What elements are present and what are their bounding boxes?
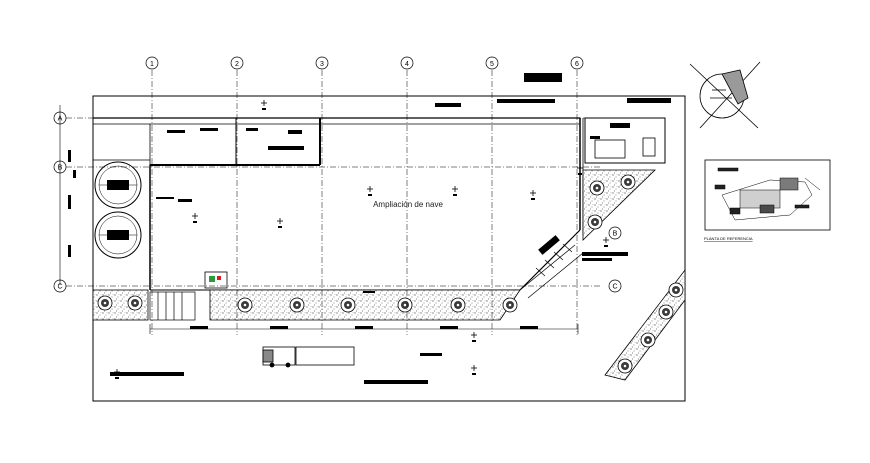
tree-icon — [658, 304, 674, 320]
tree-icon — [502, 297, 518, 313]
annotation-block — [68, 150, 71, 162]
annotation-block — [524, 73, 562, 82]
level-marker-icon — [452, 186, 458, 196]
grid-bubble-column — [570, 56, 584, 70]
annotation-block — [156, 197, 174, 199]
north-arrow-icon — [689, 61, 761, 129]
vertical-grid: 1 2 3 4 5 6 — [145, 56, 584, 335]
tree-group — [97, 174, 684, 374]
grid-label-row: C — [57, 284, 62, 291]
grid-label-column: 4 — [405, 61, 409, 68]
tree-icon — [397, 297, 413, 313]
grid-bubble-side — [608, 226, 622, 240]
grid-label-side: B — [613, 231, 618, 238]
grid-label-column: 3 — [320, 61, 324, 68]
level-marker-icon — [367, 186, 373, 196]
level-marker-icon — [471, 332, 477, 342]
annotation-block — [497, 99, 555, 103]
grid-bubble-side — [608, 279, 622, 293]
stair-element — [149, 291, 196, 321]
annotation-block — [590, 136, 600, 139]
control-panel — [204, 271, 228, 289]
grid-label-column: 6 — [575, 61, 579, 68]
tree-icon — [237, 297, 253, 313]
tree-icon — [620, 174, 636, 190]
level-marker-icon — [192, 213, 198, 223]
tree-icon — [340, 297, 356, 313]
annotation-block — [520, 326, 538, 329]
cad-annotation-blocks — [68, 73, 671, 384]
tree-icon — [97, 295, 113, 311]
main-area-label: Ampliación de nave — [373, 200, 443, 209]
grid-bubble-column — [230, 56, 244, 70]
tree-icon — [668, 282, 684, 298]
annotation-block — [610, 123, 630, 128]
reference-plan: PLANTA DE REFERENCIA — [704, 159, 831, 241]
annotation-block — [167, 130, 185, 133]
level-markers — [114, 100, 609, 379]
grid-label-side: C — [612, 284, 617, 291]
level-marker-icon — [471, 365, 477, 375]
site-boundary — [92, 95, 686, 402]
annotation-block — [73, 170, 76, 178]
grid-bubble-column — [145, 56, 159, 70]
annotation-block — [178, 199, 192, 202]
annotation-block — [627, 98, 671, 103]
tree-icon — [587, 214, 603, 230]
tree-icon — [589, 180, 605, 196]
annotation-block — [110, 372, 184, 376]
annotation-block — [270, 326, 288, 329]
annotation-block — [355, 326, 373, 329]
annotation-block — [363, 291, 375, 293]
annotation-block — [435, 103, 461, 107]
annotation-block — [268, 146, 304, 150]
tree-icon — [127, 295, 143, 311]
grid-label-column: 5 — [490, 61, 494, 68]
grid-label-column: 2 — [235, 61, 239, 68]
tree-icon — [450, 297, 466, 313]
tree-icon — [617, 358, 633, 374]
level-marker-icon — [114, 369, 120, 379]
annotation-block — [68, 195, 71, 209]
level-marker-icon — [603, 237, 609, 247]
grid-bubble-column — [400, 56, 414, 70]
truck-icon — [262, 346, 355, 368]
tank-icon — [94, 211, 142, 259]
annotation-block — [420, 353, 442, 356]
annotation-block — [582, 258, 612, 261]
annotation-block — [288, 130, 302, 134]
tank-group — [94, 161, 142, 259]
annotation-block — [200, 128, 218, 131]
tree-icon — [640, 332, 656, 348]
grid-bubble-column — [315, 56, 329, 70]
reference-plan-caption: PLANTA DE REFERENCIA — [704, 236, 753, 241]
annotation-block — [440, 326, 458, 329]
level-marker-icon — [261, 100, 267, 110]
tree-icon — [289, 297, 305, 313]
annotation-block — [582, 252, 628, 256]
level-marker-icon — [577, 165, 583, 175]
horizontal-grid: ABCBC — [53, 111, 622, 293]
ramp — [519, 235, 584, 299]
level-marker-icon — [530, 190, 536, 200]
annotation-block — [364, 380, 428, 384]
grid-bubble-column — [485, 56, 499, 70]
grid-label-column: 1 — [150, 61, 154, 68]
level-marker-icon — [277, 218, 283, 228]
annotation-block — [190, 326, 208, 329]
tank-icon — [94, 161, 142, 209]
annotation-block — [68, 245, 71, 257]
annotation-block — [246, 128, 258, 131]
